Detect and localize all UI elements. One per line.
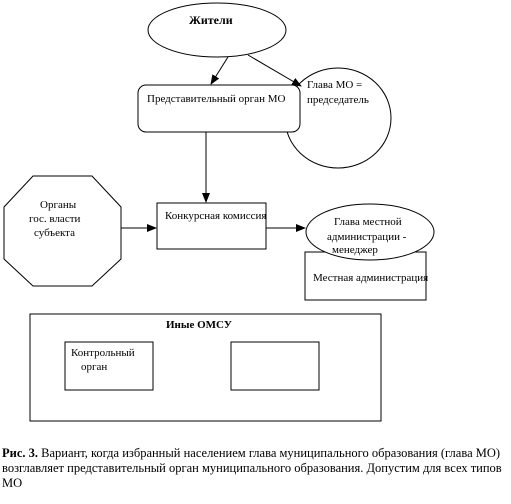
rep-body-node bbox=[137, 84, 301, 133]
rep-body-label: Представительный орган МО bbox=[147, 93, 285, 105]
arrow-residents-to-head bbox=[247, 54, 302, 87]
state-label-2: гос. власти bbox=[29, 213, 81, 225]
residents-label: Жители bbox=[189, 13, 233, 27]
arrow-residents-to-rep bbox=[210, 56, 229, 85]
head-chair-label-1: Глава МО = bbox=[307, 79, 362, 91]
manager-label-2: администрации - bbox=[327, 231, 407, 243]
head-chair-label-2: председатель bbox=[307, 94, 369, 106]
manager-node bbox=[305, 203, 435, 261]
local-admin-label: Местная администрация bbox=[313, 272, 428, 284]
figure-caption: Рис. 3. Вариант, когда избранный населен… bbox=[2, 446, 508, 491]
control-label-2: орган bbox=[81, 361, 107, 373]
commission-node bbox=[156, 202, 267, 250]
commission-label: Конкурсная комиссия bbox=[165, 210, 266, 222]
control-label-1: Контрольный bbox=[71, 347, 135, 359]
empty-body-node bbox=[230, 341, 320, 391]
state-authorities-node bbox=[3, 175, 122, 287]
org-diagram: Жители Глава МО = председатель Представи… bbox=[3, 2, 435, 422]
caption-text: Вариант, когда избранный населением глав… bbox=[2, 446, 502, 490]
manager-label-3: менеджер bbox=[332, 244, 378, 256]
control-body-node bbox=[64, 341, 154, 391]
state-label-3: субъекта bbox=[34, 227, 75, 239]
residents-node bbox=[147, 2, 287, 58]
other-omsu-label: Иные ОМСУ bbox=[166, 319, 232, 331]
manager-label-1: Глава местной bbox=[334, 216, 402, 228]
state-label-1: Органы bbox=[40, 199, 77, 211]
caption-label: Рис. 3. bbox=[2, 446, 39, 460]
